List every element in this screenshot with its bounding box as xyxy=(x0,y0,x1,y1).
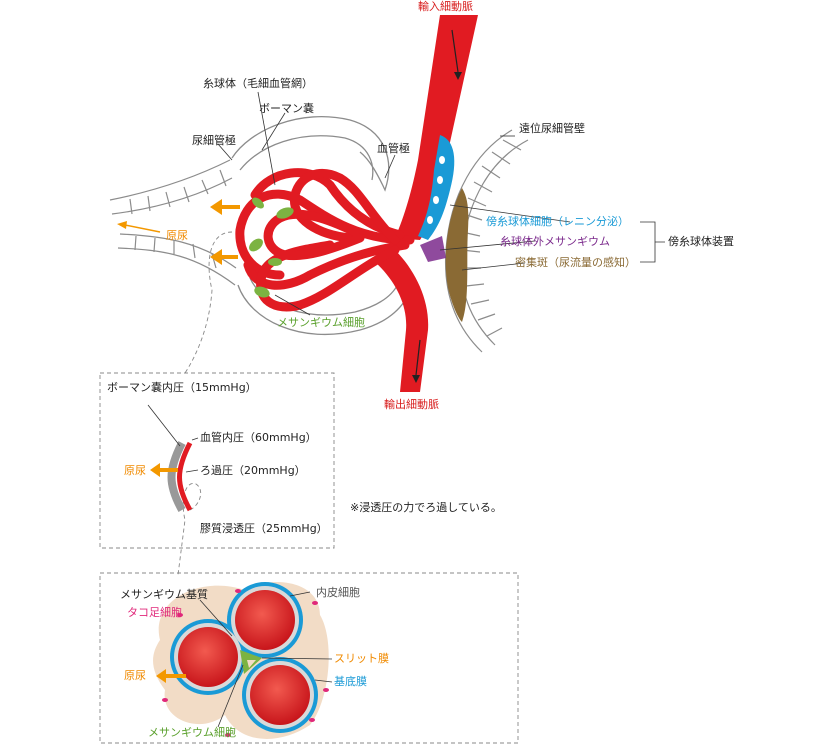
afferent-arteriole-label: 輸入細動脈 xyxy=(418,0,473,13)
extraglomerular-mesangium xyxy=(420,236,446,262)
filtration-pressure-label: ろ過圧（20mmHg） xyxy=(200,464,306,477)
vascular-pole-label: 血管極 xyxy=(377,142,410,155)
pressure-primary-urine-label: 原尿 xyxy=(124,464,146,477)
efferent-arteriole-label: 輸出細動脈 xyxy=(384,398,439,411)
urinary-pole-label: 尿細管極 xyxy=(192,134,236,147)
glomerulus-label: 糸球体（毛細血管網） xyxy=(203,77,313,90)
proximal-tubule xyxy=(109,159,237,286)
primary-urine-arrows xyxy=(117,199,240,265)
macula-densa-label: 密集斑（尿流量の感知） xyxy=(515,256,636,269)
capillary-cross-section xyxy=(153,582,333,739)
extraglomerular-mesangium-label: 糸球体外メサンギウム xyxy=(500,235,610,248)
macula-densa xyxy=(445,188,469,322)
basement-membrane-label: 基底膜 xyxy=(334,675,367,688)
pressure-wall xyxy=(147,404,199,512)
mesangial-cell-label: メサンギウム細胞 xyxy=(277,316,365,329)
afferent-arteriole xyxy=(395,15,478,240)
oncotic-pressure-label: 膠質浸透圧（25mmHg） xyxy=(200,522,328,535)
primary-urine-label: 原尿 xyxy=(166,229,188,242)
distal-tubule-wall-label: 遠位尿細管壁 xyxy=(519,122,585,135)
mesangial-cells xyxy=(249,197,294,298)
endothelial-cell-label: 内皮細胞 xyxy=(316,586,360,599)
juxtaglomerular-cell-label: 傍糸球体細胞（レニン分泌） xyxy=(486,215,629,228)
capillary-pressure-label: 血管内圧（60mmHg） xyxy=(200,431,317,444)
slit-membrane-label: スリット膜 xyxy=(334,652,389,665)
podocyte-label: タコ足細胞 xyxy=(127,606,182,619)
bowman-capsule-label: ボーマン嚢 xyxy=(259,102,314,115)
osmotic-note: ※浸透圧の力でろ過している。 xyxy=(350,501,502,514)
cross-mesangial-cell-label: メサンギウム細胞 xyxy=(148,726,236,739)
jga-label: 傍糸球体装置 xyxy=(668,235,734,248)
efferent-arteriole xyxy=(375,250,429,392)
cross-primary-urine-label: 原尿 xyxy=(124,669,146,682)
glomerulus-capillaries xyxy=(235,168,415,312)
pressure-box xyxy=(99,372,335,549)
juxtaglomerular-cells xyxy=(418,135,455,240)
mesangial-matrix-label: メサンギウム基質 xyxy=(120,588,208,601)
bowman-pressure-label: ボーマン嚢内圧（15mmHg） xyxy=(107,381,257,394)
